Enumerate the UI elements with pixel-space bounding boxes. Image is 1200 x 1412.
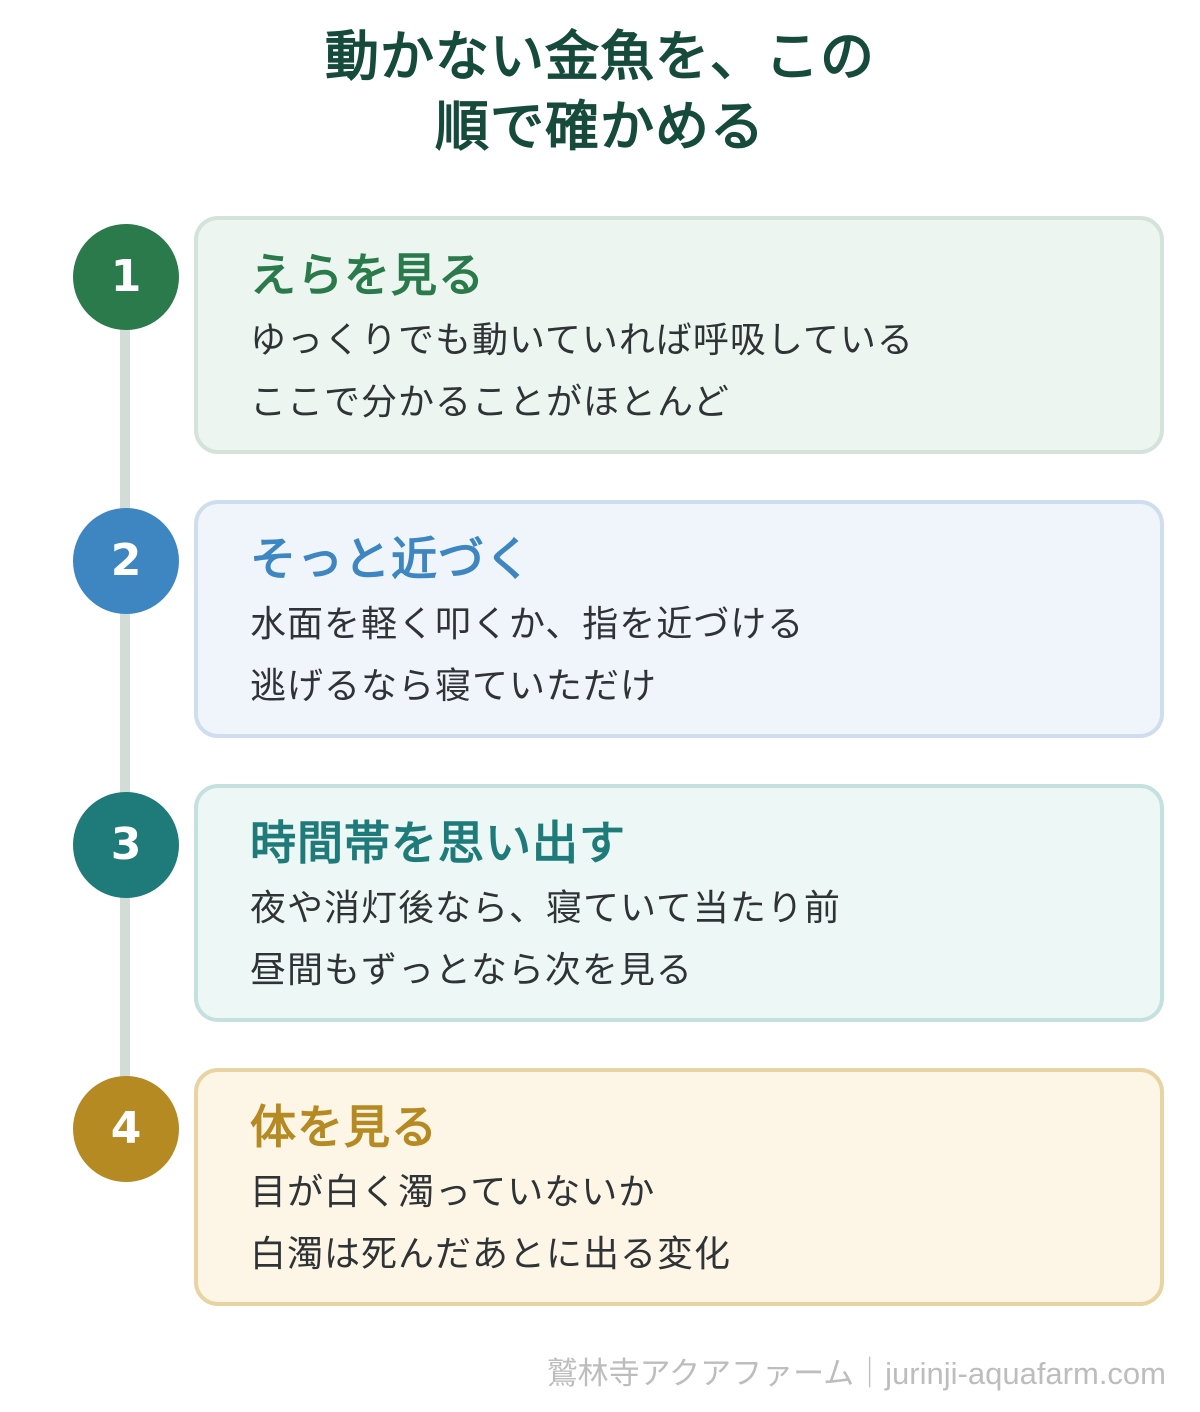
title-line-2: 順で確かめる [435, 95, 765, 158]
step-description-line: 昼間もずっとなら次を見る [250, 950, 693, 991]
step-1: 1 えらを見る ゆっくりでも動いていれば呼吸している ここで分かることがほとんど [0, 216, 1200, 460]
title-line-1: 動かない金魚を、この [325, 25, 875, 88]
step-card: 体を見る 目が白く濁っていないか 白濁は死んだあとに出る変化 [194, 1068, 1164, 1306]
page-title: 動かない金魚を、この 順で確かめる [0, 22, 1200, 162]
step-heading: そっと近づく [250, 532, 532, 586]
step-description-line: 逃げるなら寝ていただけ [250, 666, 658, 707]
timeline-connector [120, 290, 130, 1080]
step-heading: 時間帯を思い出す [250, 816, 626, 870]
step-heading: えらを見る [250, 248, 485, 302]
step-card: そっと近づく 水面を軽く叩くか、指を近づける 逃げるなら寝ていただけ [194, 500, 1164, 738]
step-number-badge: 4 [73, 1076, 179, 1182]
step-2: 2 そっと近づく 水面を軽く叩くか、指を近づける 逃げるなら寝ていただけ [0, 500, 1200, 744]
step-card: えらを見る ゆっくりでも動いていれば呼吸している ここで分かることがほとんど [194, 216, 1164, 454]
step-4: 4 体を見る 目が白く濁っていないか 白濁は死んだあとに出る変化 [0, 1068, 1200, 1312]
footer-credit: 鷲林寺アクアファーム｜jurinji-aquafarm.com [546, 1356, 1166, 1391]
step-description-line: ゆっくりでも動いていれば呼吸している [250, 320, 914, 361]
step-number-badge: 1 [73, 224, 179, 330]
step-description-line: 白濁は死んだあとに出る変化 [250, 1234, 732, 1275]
step-heading: 体を見る [250, 1100, 438, 1154]
step-3: 3 時間帯を思い出す 夜や消灯後なら、寝ていて当たり前 昼間もずっとなら次を見る [0, 784, 1200, 1028]
step-card: 時間帯を思い出す 夜や消灯後なら、寝ていて当たり前 昼間もずっとなら次を見る [194, 784, 1164, 1022]
step-number-badge: 3 [73, 792, 179, 898]
step-description-line: ここで分かることがほとんど [250, 382, 730, 423]
step-description-line: 夜や消灯後なら、寝ていて当たり前 [250, 888, 841, 929]
step-description-line: 目が白く濁っていないか [250, 1172, 656, 1213]
step-number-badge: 2 [73, 508, 179, 614]
step-description-line: 水面を軽く叩くか、指を近づける [250, 604, 805, 645]
